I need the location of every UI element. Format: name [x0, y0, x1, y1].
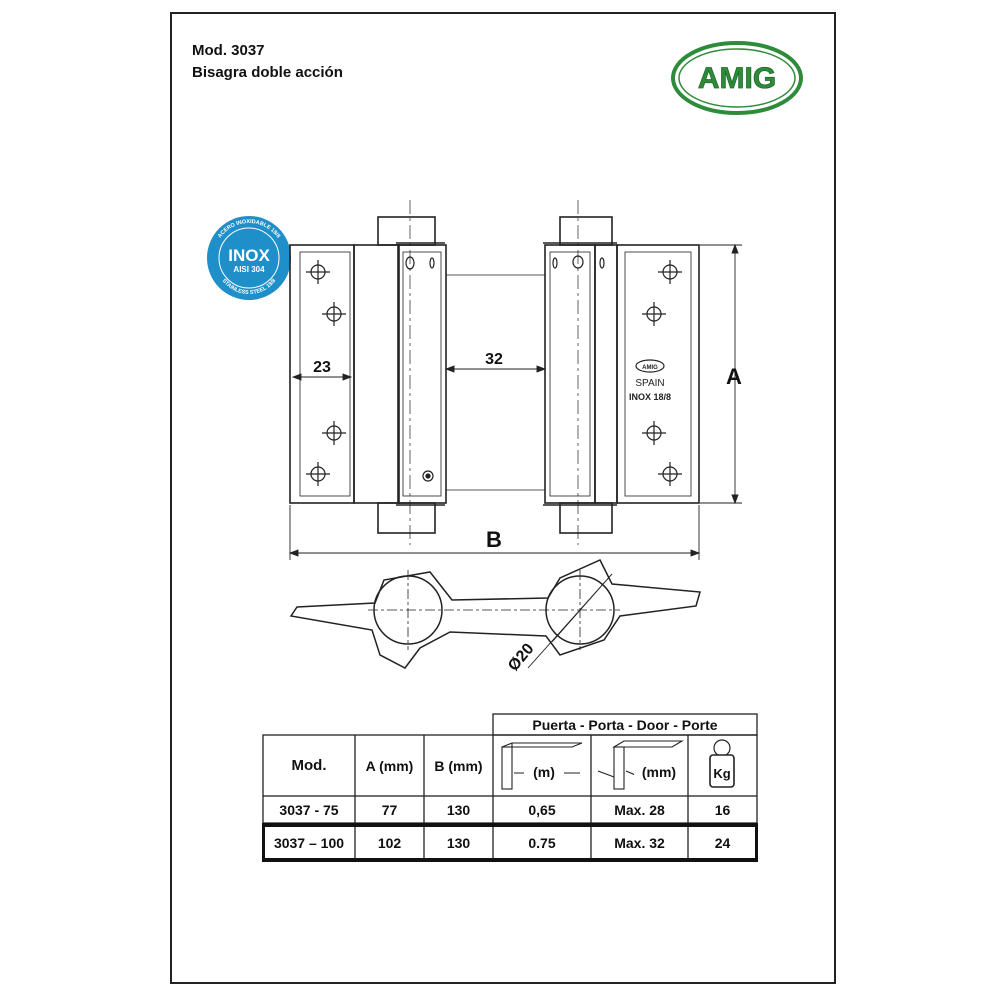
- right-bottom-cap: [559, 502, 613, 534]
- cell-weight: 16: [714, 802, 731, 818]
- left-barrel: [397, 244, 447, 504]
- door-header: Puerta - Porta - Door - Porte: [532, 716, 718, 733]
- left-bottom-cap: [377, 502, 436, 534]
- highlighted-row-border: [262, 823, 758, 862]
- inox-badge-icon: ACERO INOXIDABLE 18/8 STAINLESS STEEL 18…: [207, 216, 291, 300]
- dim-width-label: B: [486, 527, 502, 552]
- stamp-material: INOX 18/8: [629, 392, 671, 402]
- cell-b: 130: [446, 802, 471, 818]
- amig-logo: AMIG: [671, 41, 803, 115]
- col-header-thickness: (m): [524, 763, 564, 781]
- cell-b: 130: [446, 834, 471, 851]
- right-plate: [616, 244, 700, 504]
- door-width-icon: [597, 740, 684, 790]
- dim-gap: 32: [485, 351, 503, 368]
- right-barrel: [544, 244, 596, 504]
- cell-model: 3037 - 75: [279, 802, 339, 818]
- weight-icon: [709, 739, 735, 788]
- dim-plate-width: 23: [313, 359, 331, 376]
- cell-width: Max. 28: [614, 802, 665, 818]
- page-frame: [170, 12, 836, 984]
- title-block: Mod. 3037 Bisagra doble acción: [192, 40, 343, 84]
- col-header-model: Mod.: [291, 757, 327, 774]
- model-number: Mod. 3037: [192, 42, 265, 59]
- cell-a: 102: [377, 834, 402, 851]
- col-header-b: B (mm): [434, 757, 483, 774]
- left-screw-holes: [306, 260, 346, 486]
- cell-weight: 24: [714, 834, 731, 851]
- badge-main-text: INOX: [228, 246, 270, 265]
- left-top-cap: [377, 216, 436, 246]
- dim-height-label: A: [726, 364, 742, 389]
- spec-table-grid: [262, 713, 758, 862]
- spec-table: Puerta - Porta - Door - Porte Mod. A (mm…: [262, 713, 758, 862]
- stamp-logo: AMIG: [642, 365, 658, 371]
- cell-thickness: 0.75: [528, 834, 556, 851]
- cell-a: 77: [381, 802, 398, 818]
- cell-thickness: 0,65: [528, 802, 556, 818]
- cell-width: Max. 32: [614, 834, 665, 851]
- col-header-width: (mm): [634, 763, 684, 781]
- cell-model: 3037 – 100: [273, 834, 345, 851]
- right-screw-holes: [642, 260, 682, 486]
- col-header-weight: Kg: [713, 765, 731, 781]
- top-view-section: [289, 559, 701, 669]
- badge-sub-text: AISI 304: [233, 265, 265, 274]
- dim-diameter: Ø20: [505, 640, 538, 674]
- stamp-origin: SPAIN: [635, 378, 664, 389]
- plate-stamp: AMIG SPAIN INOX 18/8: [629, 359, 671, 402]
- logo-text: AMIG: [698, 62, 776, 95]
- product-description: Bisagra doble acción: [192, 64, 343, 81]
- right-top-cap: [559, 216, 613, 246]
- col-header-a: A (mm): [365, 757, 414, 774]
